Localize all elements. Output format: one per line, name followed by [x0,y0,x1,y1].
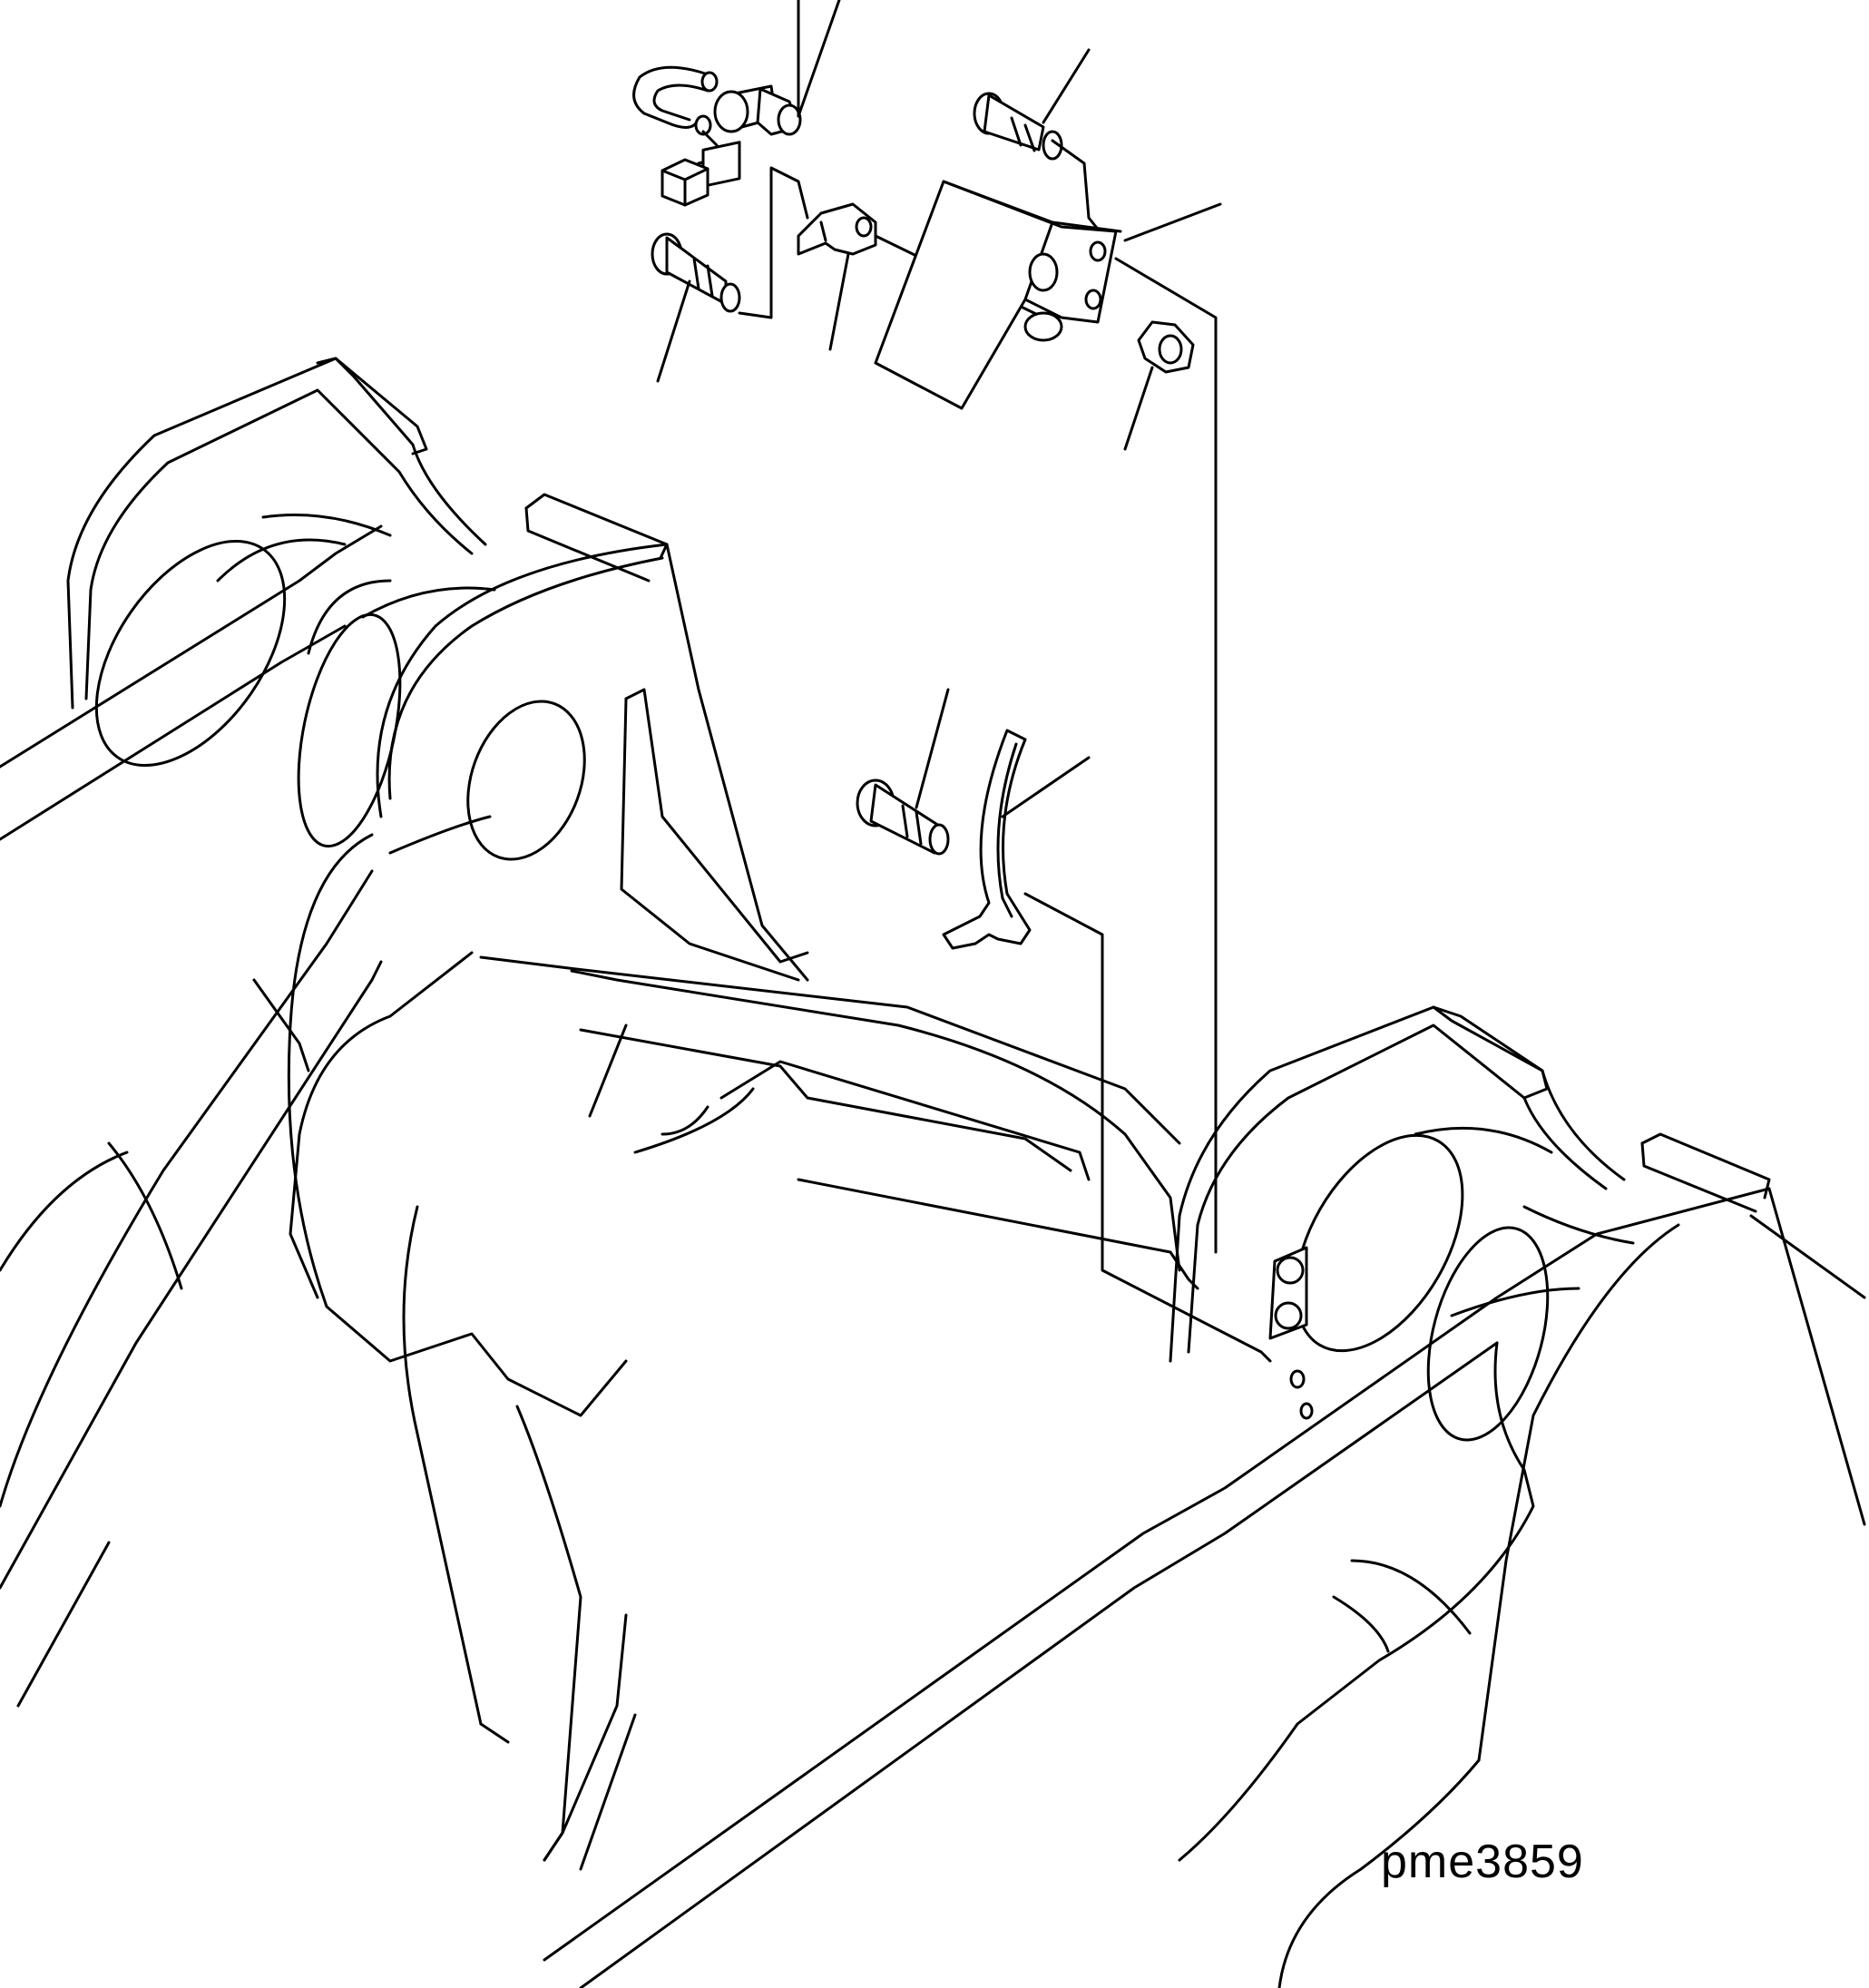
flanged-bolt-icon [856,688,950,856]
wire-harness-connector-icon [632,65,741,207]
left-link-arm [0,357,487,1708]
small-bracket-icon [738,166,1045,351]
figure-label: pme3859 [1381,1836,1584,1888]
right-link-arm [1169,1005,1866,1988]
flanged-bolt-icon [651,232,741,383]
flanged-bolt-icon [713,0,841,136]
central-bracket [287,493,1771,1988]
sensor-block-icon [874,180,1222,1254]
hex-nut-icon [1123,320,1195,451]
curved-cover-plate-icon [942,729,1272,1363]
flanged-bolt-icon [973,48,1109,242]
mounting-plate-icon [1268,1246,1314,1420]
